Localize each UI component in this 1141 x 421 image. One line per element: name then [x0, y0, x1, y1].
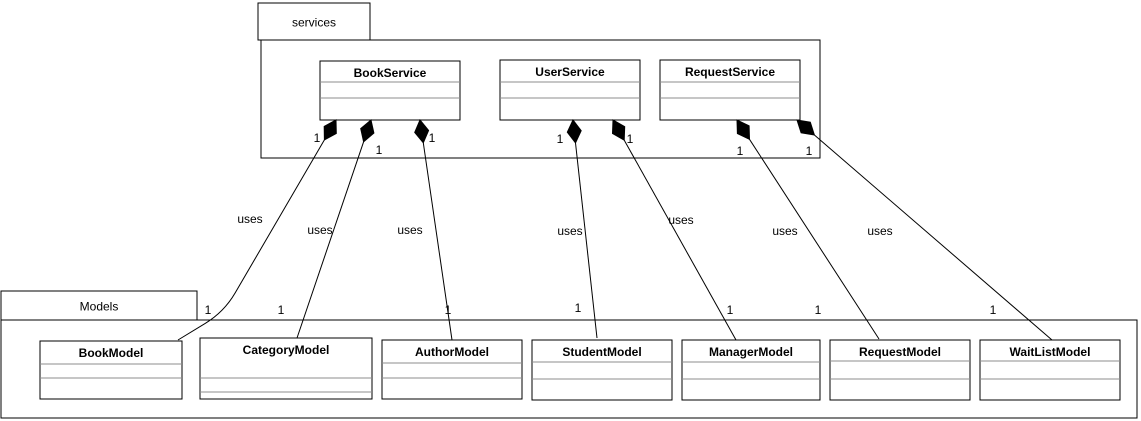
class-categorymodel: CategoryModel [199, 337, 373, 400]
class-authormodel: AuthorModel [381, 339, 523, 400]
class-requestservice: RequestService [659, 59, 801, 121]
class-box-authormodel[interactable] [381, 339, 523, 400]
multiplicity-source: 1 [429, 131, 436, 145]
connection-requestservice-requestmodel: uses 1 1 [736, 119, 880, 340]
class-box-bookservice[interactable] [319, 60, 461, 121]
class-requestmodel: RequestModel [829, 339, 971, 401]
uses-edge[interactable] [177, 139, 325, 341]
multiplicity-source: 1 [314, 131, 321, 145]
class-waitlistmodel: WaitListModel [979, 339, 1121, 401]
class-box-requestmodel[interactable] [829, 339, 971, 401]
class-box-managermodel[interactable] [681, 339, 821, 401]
package-label: Models [80, 300, 119, 314]
class-title: ManagerModel [709, 345, 793, 359]
multiplicity-target: 1 [990, 303, 997, 317]
class-userservice: UserService [499, 59, 641, 121]
class-box-requestservice[interactable] [659, 59, 801, 121]
class-box-userservice[interactable] [499, 59, 641, 121]
class-title: WaitListModel [1010, 345, 1091, 359]
class-managermodel: ManagerModel [681, 339, 821, 401]
uses-edge[interactable] [623, 139, 737, 341]
connection-requestservice-waitlistmodel: uses 1 1 [796, 119, 1053, 341]
connection-userservice-studentmodel: uses 1 1 [557, 119, 598, 339]
edge-label-uses: uses [668, 213, 693, 227]
class-box-waitlistmodel[interactable] [979, 339, 1121, 401]
class-title: RequestService [685, 65, 775, 79]
edge-label-uses: uses [307, 223, 332, 237]
edge-label-uses: uses [867, 224, 892, 238]
class-title: StudentModel [562, 345, 641, 359]
connection-bookservice-bookmodel: uses 1 1 [177, 119, 337, 341]
package-label: services [292, 16, 336, 30]
package-tab-services[interactable] [257, 2, 371, 41]
class-bookservice: BookService [319, 60, 461, 121]
multiplicity-target: 1 [205, 303, 212, 317]
edge-label-uses: uses [557, 224, 582, 238]
edge-label-uses: uses [772, 224, 797, 238]
multiplicity-target: 1 [815, 303, 822, 317]
multiplicity-target: 1 [278, 303, 285, 317]
class-title: AuthorModel [415, 345, 489, 359]
class-title: BookService [354, 66, 427, 80]
uses-edge[interactable] [296, 141, 365, 339]
edge-label-uses: uses [237, 212, 262, 226]
uses-edge[interactable] [749, 139, 880, 340]
connection-userservice-managermodel: uses 1 1 [611, 119, 737, 341]
connection-bookservice-authormodel: uses 1 1 [397, 119, 453, 341]
multiplicity-source: 1 [557, 132, 564, 146]
class-bookmodel: BookModel [39, 340, 183, 400]
class-box-bookmodel[interactable] [39, 340, 183, 400]
multiplicity-target: 1 [575, 301, 582, 315]
multiplicity-source: 1 [376, 143, 383, 157]
uses-edge[interactable] [814, 134, 1053, 341]
multiplicity-source: 1 [627, 132, 634, 146]
class-box-categorymodel[interactable] [199, 337, 373, 400]
edge-label-uses: uses [397, 223, 422, 237]
multiplicity-target: 1 [727, 303, 734, 317]
multiplicity-source: 1 [806, 144, 813, 158]
class-studentmodel: StudentModel [531, 339, 673, 401]
uses-edge[interactable] [422, 142, 453, 341]
multiplicity-source: 1 [737, 144, 744, 158]
uses-edge[interactable] [575, 142, 598, 339]
multiplicity-target: 1 [445, 303, 452, 317]
package-tab-models[interactable] [0, 290, 198, 321]
class-title: RequestModel [859, 345, 941, 359]
class-box-studentmodel[interactable] [531, 339, 673, 401]
class-title: BookModel [79, 346, 144, 360]
class-title: CategoryModel [243, 343, 330, 357]
connection-bookservice-categorymodel: uses 1 1 [278, 119, 383, 339]
class-title: UserService [535, 65, 605, 79]
